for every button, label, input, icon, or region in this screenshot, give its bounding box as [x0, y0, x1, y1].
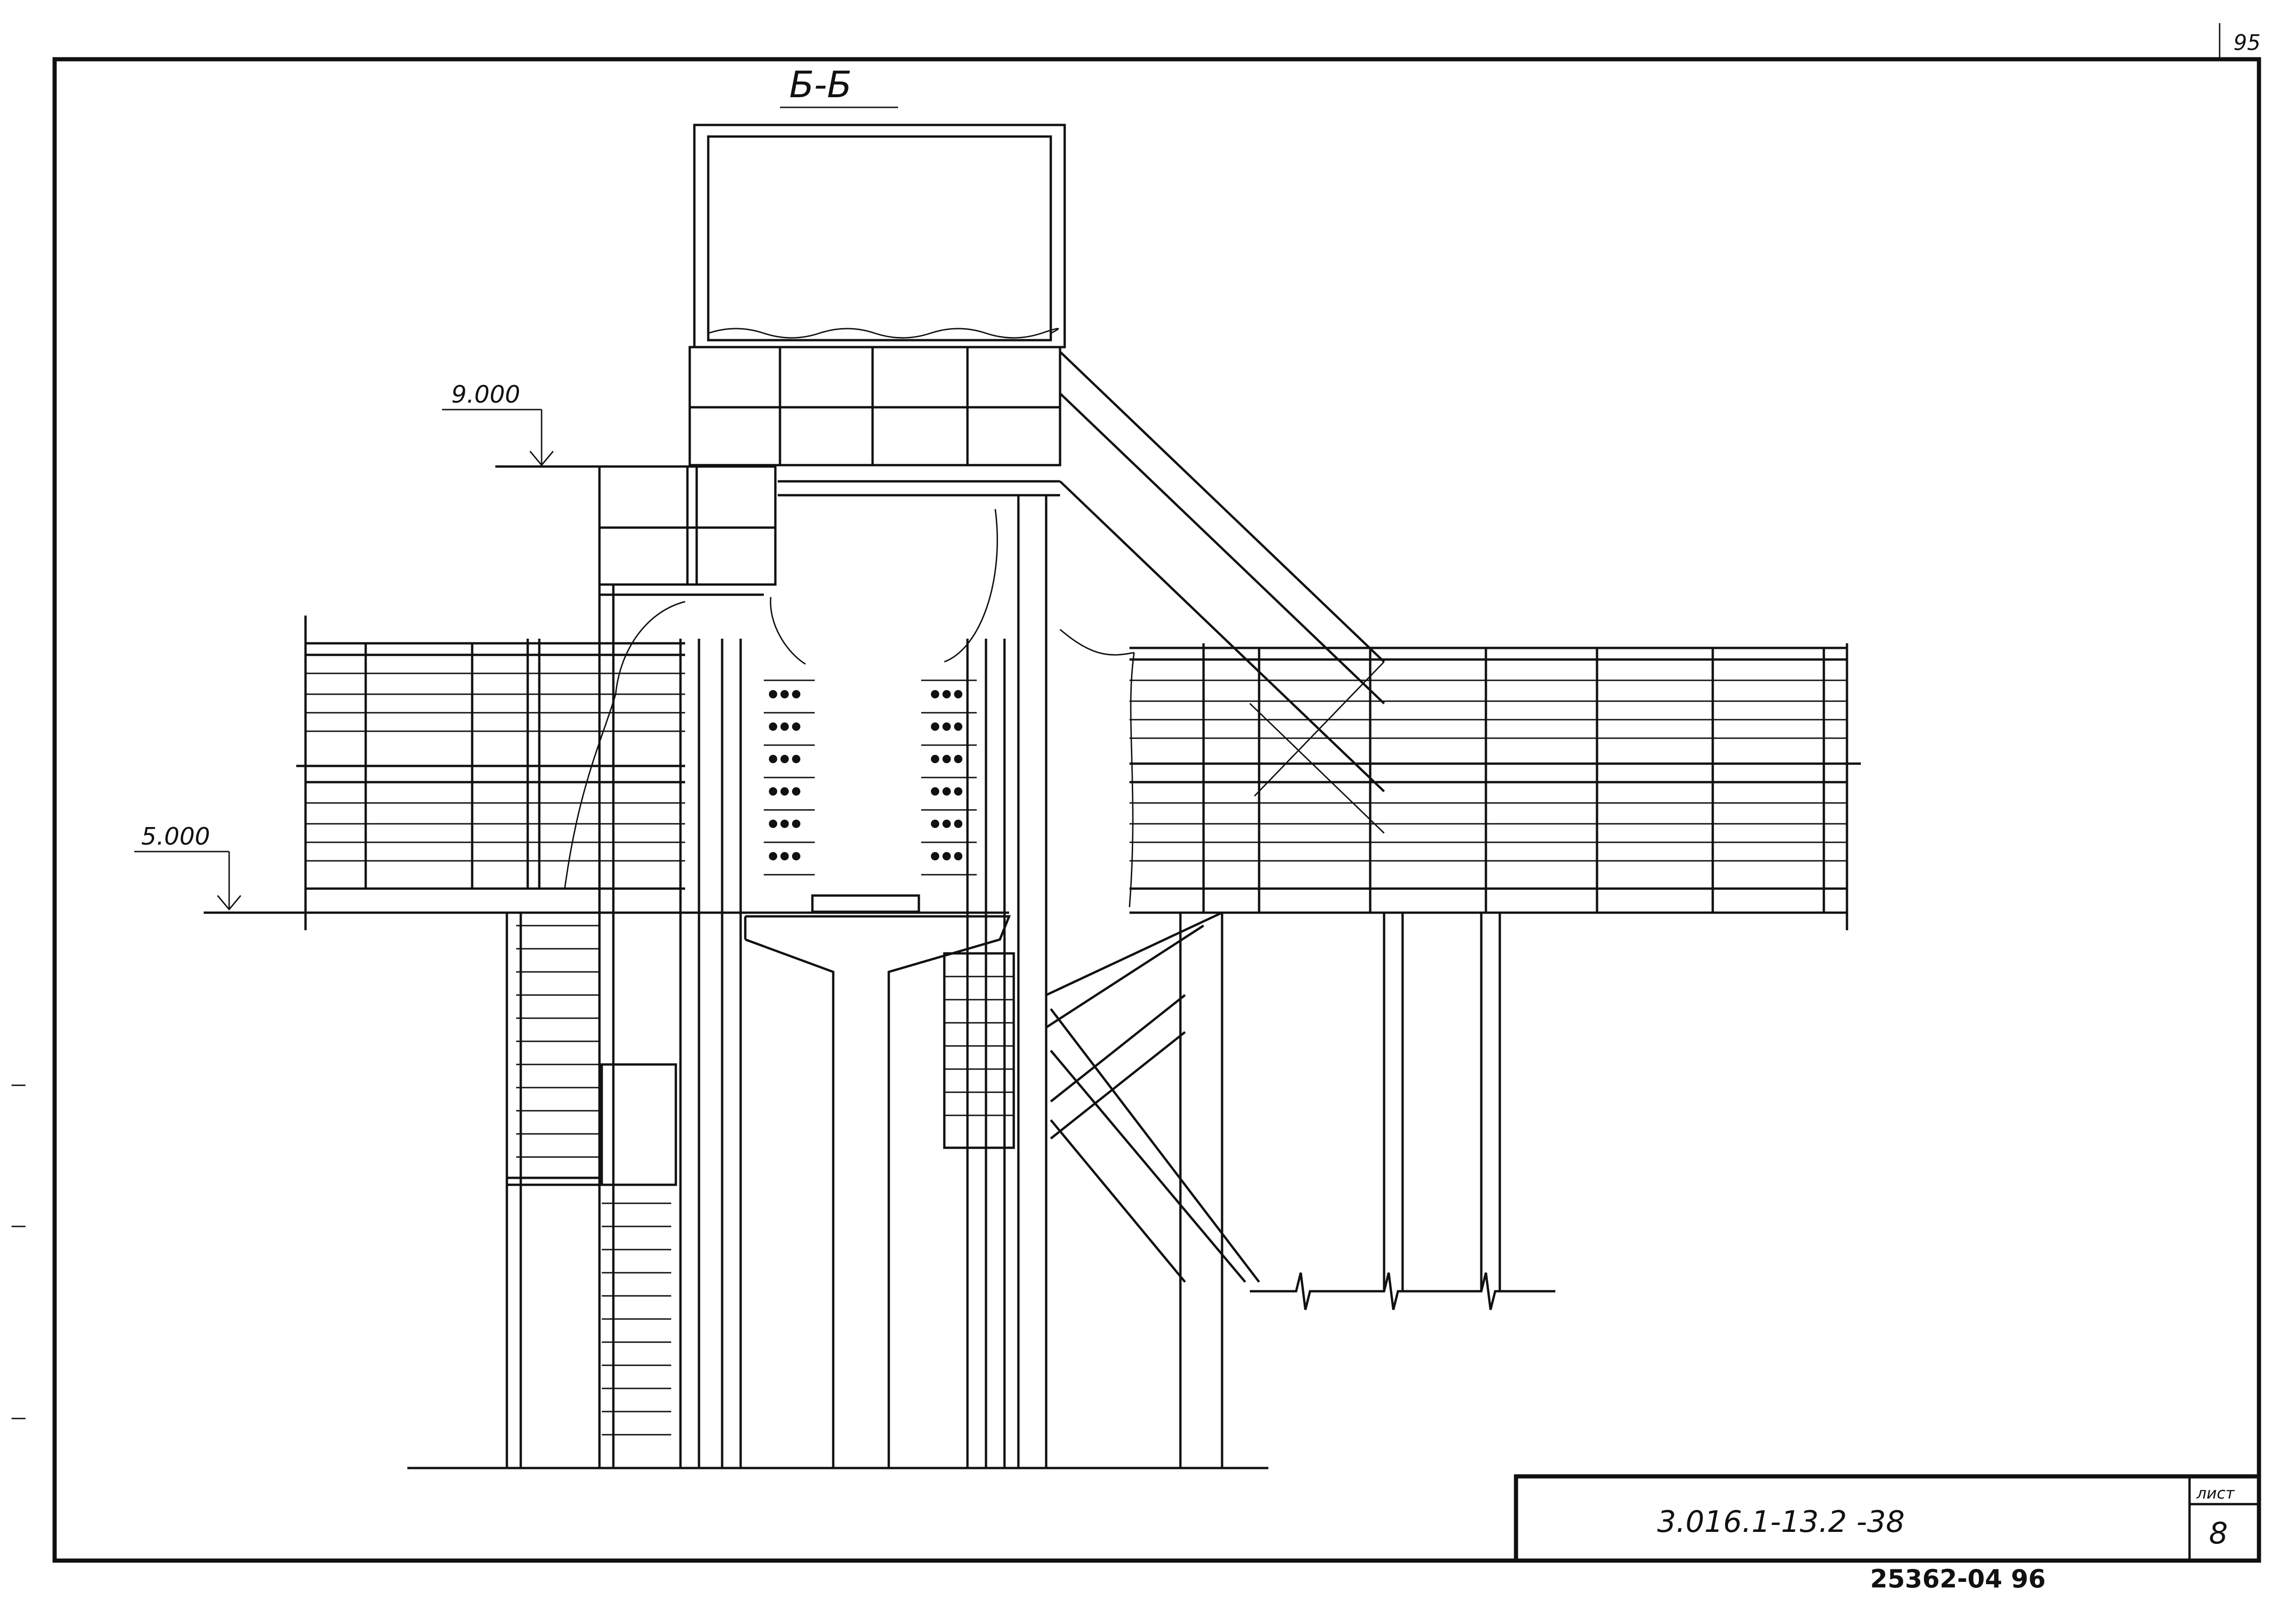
- right-gallery: [1060, 628, 1861, 930]
- sheet-label: лист: [2196, 1484, 2235, 1503]
- elevation-9000-label: 9.000: [451, 381, 520, 409]
- portal-frame: [778, 480, 1060, 1467]
- insulators-right: [921, 679, 977, 876]
- diagonal-stair-lower: [1045, 911, 1260, 1283]
- left-stair-tower: [505, 913, 677, 1467]
- right-small-stair: [943, 952, 1015, 1149]
- tank-structure: [688, 124, 1066, 467]
- title-block: 3.016.1-13.2 -38 лист 8: [1514, 1474, 2261, 1563]
- margin-ticks: [12, 1084, 25, 1419]
- elevation-9000-marker: 9.000: [442, 381, 602, 468]
- left-gallery: [296, 601, 1009, 930]
- archive-number: 25362-04 96: [1870, 1564, 2046, 1593]
- insulators-left: [764, 679, 815, 876]
- elevation-5000-label: 5.000: [141, 823, 210, 851]
- elevation-5000-marker: 5.000: [134, 823, 308, 914]
- lower-columns-right: [1179, 913, 1555, 1467]
- drawing-designation: 3.016.1-13.2 -38: [1657, 1505, 1905, 1539]
- sheet-number: 8: [2209, 1517, 2228, 1551]
- central-shaft: [744, 509, 1011, 1467]
- upper-box: [598, 465, 777, 586]
- diagonal-stair-upper: [1059, 351, 1385, 834]
- corner-page-number: 95: [2234, 30, 2261, 55]
- sheet-frame: [52, 57, 2261, 1563]
- section-label: Б-Б: [789, 64, 852, 106]
